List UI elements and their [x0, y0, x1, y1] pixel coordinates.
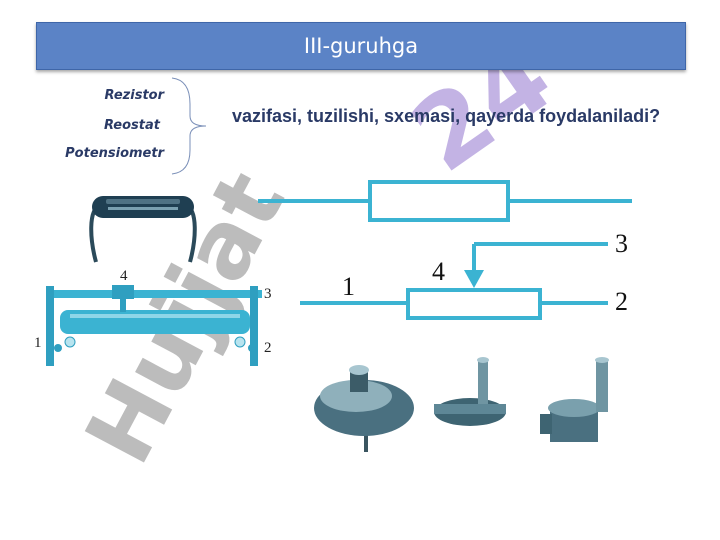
resistor-schematic	[258, 180, 632, 222]
reostat-terminal-2: 2	[264, 340, 272, 356]
potentiometer-schematic: 3 4 1 2	[300, 229, 628, 320]
brace	[171, 77, 207, 175]
question-text: vazifasi, tuzilishi, sxemasi, qayerda fo…	[232, 106, 661, 126]
schematic-terminal-4: 4	[432, 257, 445, 286]
resistor-image	[89, 196, 197, 263]
label-reostat: Reostat	[103, 118, 160, 133]
potentiometer-images	[314, 357, 609, 452]
reostat-terminal-4: 4	[120, 268, 128, 284]
schematic-terminal-1: 1	[342, 272, 355, 301]
schematic-terminal-2: 2	[615, 287, 628, 316]
label-potensiometr: Potensiometr	[65, 146, 164, 161]
label-rezistor: Rezistor	[104, 88, 165, 103]
schematic-terminal-3: 3	[615, 229, 628, 258]
reostat-terminal-3: 3	[264, 286, 272, 302]
reostat-terminal-1: 1	[34, 335, 42, 351]
slide-title: III-guruhga	[36, 22, 686, 70]
reostat-image: 4 3 2 1	[34, 268, 272, 366]
